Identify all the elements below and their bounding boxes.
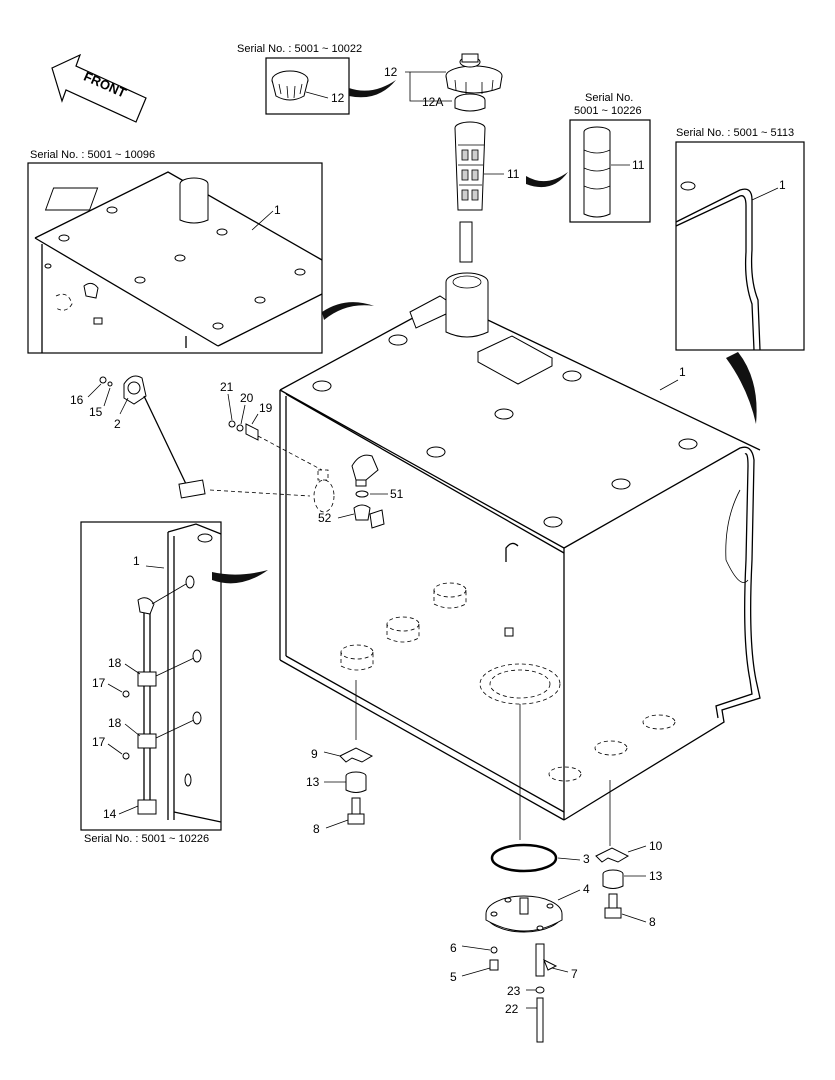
callout-15: 15 [89, 405, 103, 419]
o-ring: 3 [490, 704, 590, 873]
callout-23: 23 [507, 984, 521, 998]
callout-10: 10 [649, 839, 663, 853]
tank-top-inset: Serial No. : 5001 ~ 10096 1 [27, 149, 374, 354]
cap-inset: Serial No. : 5001 ~ 10022 12 [237, 43, 396, 115]
callout-3: 3 [583, 852, 590, 866]
callout-1-tank: 1 [679, 365, 686, 379]
callout-13a: 13 [306, 775, 320, 789]
serial-gauge: Serial No. : 5001 ~ 10226 [84, 833, 209, 845]
callout-20: 20 [240, 391, 254, 405]
callout-7: 7 [571, 967, 578, 981]
strainer: 11 [454, 121, 568, 263]
callout-17a: 17 [92, 676, 106, 690]
serial-tank-top: Serial No. : 5001 ~ 10096 [30, 149, 155, 161]
callout-1-gauge: 1 [133, 554, 140, 568]
serial-tank-right: Serial No. : 5001 ~ 5113 [676, 127, 794, 139]
callout-5: 5 [450, 970, 457, 984]
serial-cap: Serial No. : 5001 ~ 10022 [237, 43, 362, 55]
callout-4: 4 [583, 882, 590, 896]
callout-18b: 18 [108, 716, 122, 730]
callout-8a: 8 [313, 822, 320, 836]
callout-11: 11 [507, 167, 520, 181]
callout-13b: 13 [649, 869, 663, 883]
callout-11-inset: 11 [632, 158, 645, 172]
serial-strainer-1: Serial No. [585, 92, 633, 104]
callout-12: 12 [384, 65, 398, 79]
callout-21: 21 [220, 380, 234, 394]
elbow-fittings: 51 52 [318, 487, 404, 529]
callout-52: 52 [318, 511, 332, 525]
callout-19: 19 [259, 401, 273, 415]
callout-17b: 17 [92, 735, 106, 749]
callout-51: 51 [390, 487, 404, 501]
callout-12a: 12A [422, 95, 443, 109]
callout-6: 6 [450, 941, 457, 955]
callout-18a: 18 [108, 656, 122, 670]
fuel-cap: 12 12A [384, 53, 503, 112]
front-arrow: FRONT [51, 53, 147, 123]
right-mount: 10 13 8 [595, 780, 663, 929]
bracket-bolts: 21 20 19 [209, 380, 335, 513]
serial-strainer-2: 5001 ~ 10226 [574, 105, 642, 117]
callout-1-right: 1 [779, 178, 786, 192]
callout-1-top: 1 [274, 203, 281, 217]
callout-16: 16 [70, 393, 84, 407]
tank-right-inset: Serial No. : 5001 ~ 5113 1 [675, 127, 805, 424]
bottom-cover: 4 6 5 7 23 22 [450, 882, 590, 1043]
callout-22: 22 [505, 1002, 519, 1016]
hydraulic-tank: 1 [279, 272, 761, 821]
callout-12-inset: 12 [331, 91, 345, 105]
gauge-inset: 1 18 17 18 17 14 Serial No. : 5001 ~ 102… [80, 521, 268, 845]
callout-8b: 8 [649, 915, 656, 929]
callout-14: 14 [103, 807, 117, 821]
callout-9: 9 [311, 747, 318, 761]
strainer-inset: Serial No. 5001 ~ 10226 11 [569, 92, 651, 223]
callout-2: 2 [114, 417, 121, 431]
left-mount: 9 13 8 [306, 680, 374, 836]
level-gauge-mount: 16 15 2 [70, 375, 206, 499]
